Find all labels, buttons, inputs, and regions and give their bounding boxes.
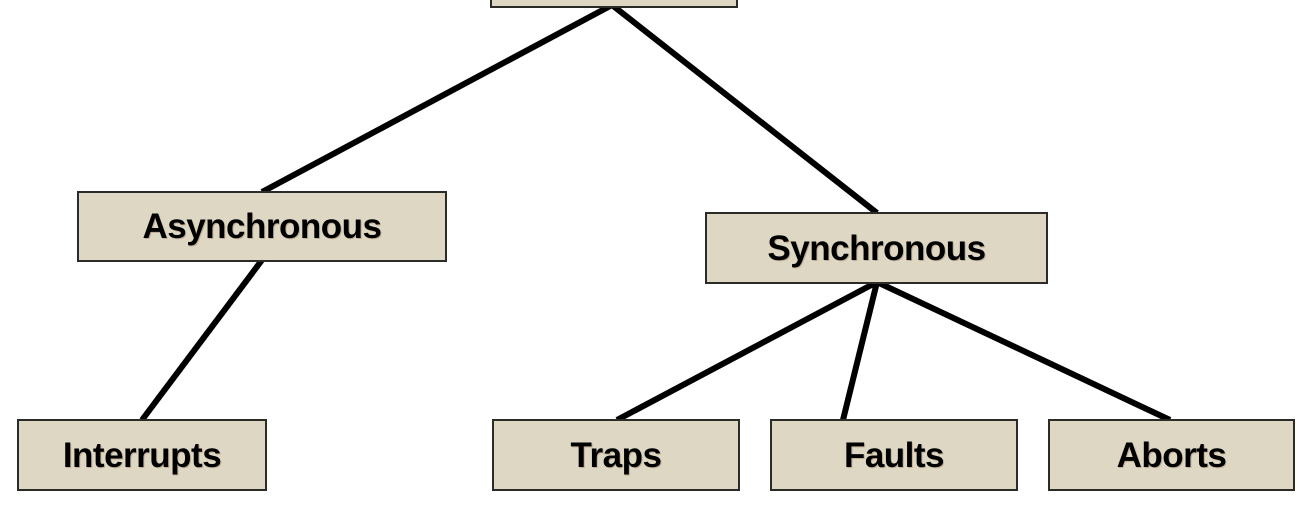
node-interrupts[interactable]: Interrupts [17,419,267,491]
node-faults-label: Faults [843,435,945,475]
node-aborts[interactable]: Aborts [1048,419,1295,491]
node-faults[interactable]: Faults [770,419,1018,491]
node-interrupts-label: Interrupts [62,435,222,475]
edge-synchronous-to-aborts [875,279,1172,423]
node-synchronous[interactable]: Synchronous [705,212,1048,284]
edge-asynchronous-to-interrupts [139,258,265,422]
node-root[interactable] [490,0,738,8]
node-asynchronous[interactable]: Asynchronous [77,191,447,262]
edge-synchronous-to-traps [615,279,879,423]
edge-synchronous-to-faults [840,281,880,421]
node-traps-label: Traps [570,435,662,475]
node-asynchronous-label: Asynchronous [142,207,382,246]
edge-root-to-synchronous [610,2,879,216]
edge-root-to-asynchronous [260,2,614,195]
node-synchronous-label: Synchronous [767,228,986,268]
node-aborts-label: Aborts [1116,435,1227,475]
node-traps[interactable]: Traps [492,419,740,491]
